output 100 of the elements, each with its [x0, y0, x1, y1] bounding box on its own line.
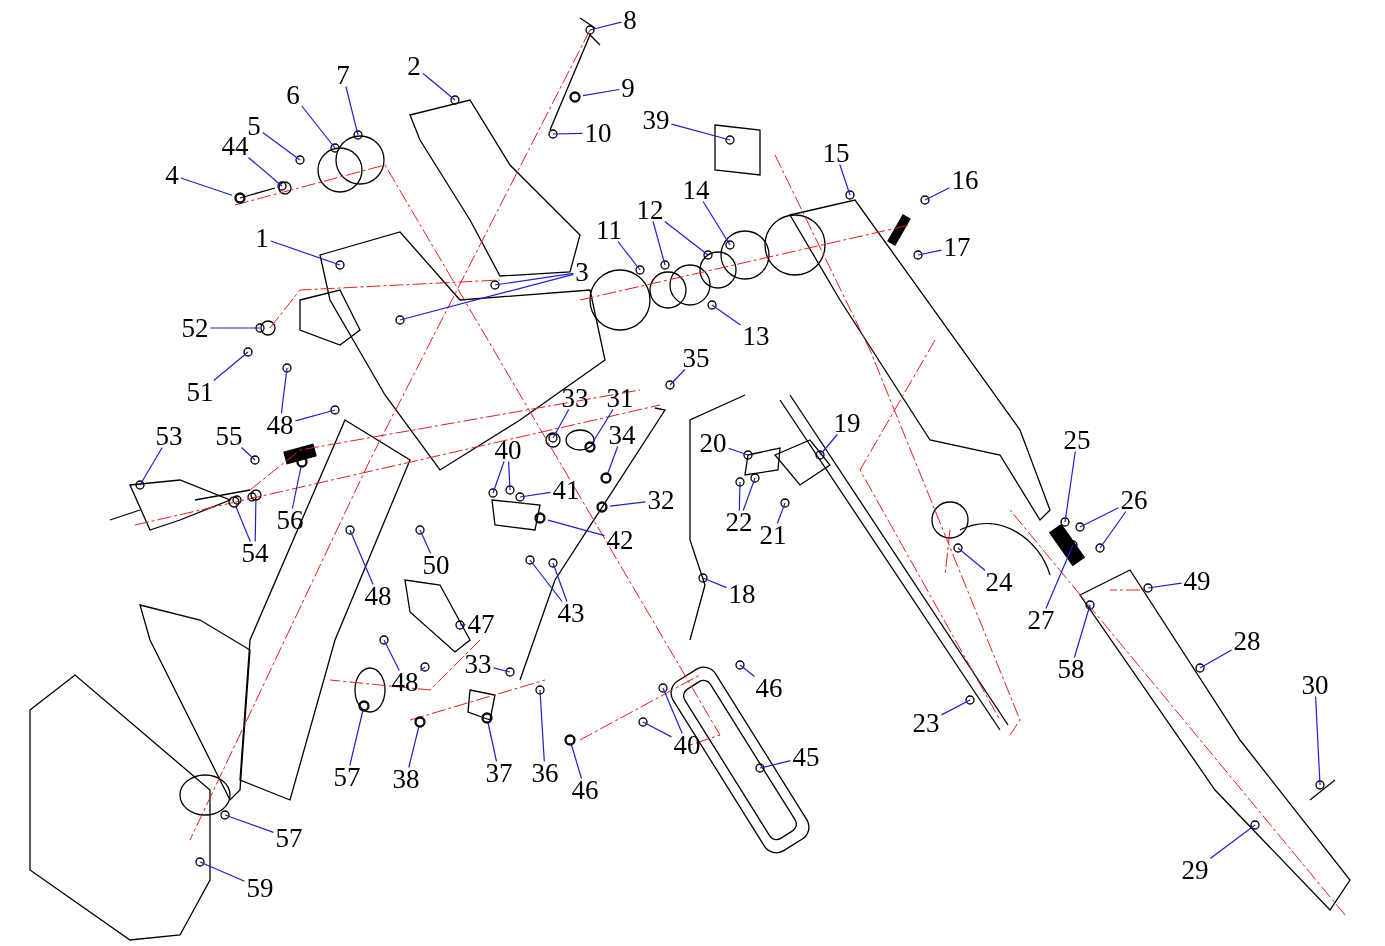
leader-line — [508, 460, 511, 491]
callout-number: 45 — [792, 743, 820, 771]
callout-number: 18 — [728, 580, 756, 608]
callout-number: 48 — [266, 411, 294, 439]
leader-line — [199, 861, 246, 882]
leader-line — [180, 177, 233, 196]
leader-line — [240, 446, 256, 461]
callout-number: 38 — [392, 765, 420, 793]
leader-line — [547, 519, 606, 537]
leader-line — [301, 105, 336, 149]
callout-number: 15 — [822, 139, 850, 167]
circle-shape — [358, 700, 370, 712]
circle-shape — [296, 456, 308, 468]
callout-number: 53 — [155, 422, 183, 450]
leader-line — [419, 666, 426, 672]
leader-line — [917, 249, 943, 256]
callout-number: 26 — [1120, 486, 1148, 514]
leader-line — [819, 433, 838, 456]
circle-shape — [564, 734, 576, 746]
callout-number: 8 — [623, 6, 637, 34]
circle-shape — [414, 716, 426, 728]
leader-line — [1147, 582, 1183, 589]
callout-number: 6 — [286, 81, 300, 109]
circle-shape — [481, 712, 493, 724]
circle-shape — [234, 192, 246, 204]
callout-number: 51 — [186, 378, 214, 406]
leader-line — [582, 88, 620, 97]
leader-line — [408, 725, 420, 769]
circle-shape — [600, 472, 612, 484]
leader-line — [669, 368, 686, 386]
callout-number: 36 — [531, 759, 559, 787]
leader-line — [247, 156, 283, 187]
callout-number: 46 — [571, 776, 599, 804]
callout-number: 24 — [985, 568, 1013, 596]
leader-line — [280, 367, 288, 415]
callout-number: 37 — [485, 759, 513, 787]
callout-number: 54 — [241, 539, 269, 567]
callout-number: 17 — [943, 233, 971, 261]
circle-shape — [228, 496, 240, 508]
leader-line — [1073, 604, 1091, 659]
leader-line — [294, 409, 336, 422]
leader-line — [552, 408, 570, 439]
callout-number: 40 — [673, 731, 701, 759]
leader-line — [957, 547, 986, 572]
leader-line — [727, 447, 749, 456]
leader-line — [1099, 510, 1127, 549]
leader-line — [642, 721, 673, 738]
leader-line — [652, 220, 666, 266]
leader-line — [552, 132, 584, 135]
callout-number: 33 — [561, 384, 589, 412]
callout-number: 7 — [336, 61, 350, 89]
callout-number: 57 — [275, 824, 303, 852]
leader-line — [399, 273, 574, 321]
leader-line — [776, 502, 786, 525]
callout-number: 21 — [759, 521, 787, 549]
circle-shape — [534, 512, 546, 524]
callout-number: 42 — [606, 526, 634, 554]
leader-line — [759, 760, 792, 769]
callout-number: 16 — [951, 166, 979, 194]
leader-line — [1064, 450, 1076, 523]
callout-number: 58 — [1057, 655, 1085, 683]
callout-number: 14 — [682, 176, 710, 204]
leader-line — [213, 351, 249, 382]
callout-number: 12 — [636, 196, 664, 224]
circle-shape — [596, 501, 608, 513]
callout-number: 33 — [464, 650, 492, 678]
callout-number: 2 — [407, 52, 421, 80]
leader-line — [422, 72, 456, 101]
leader-line — [711, 304, 742, 326]
leader-line — [742, 477, 756, 512]
leader-line — [606, 445, 619, 475]
callout-number: 57 — [333, 763, 361, 791]
callout-number: 29 — [1181, 856, 1209, 884]
callout-number: 49 — [1183, 567, 1211, 595]
leader-line — [702, 200, 731, 246]
callout-number: 25 — [1063, 426, 1091, 454]
callout-number: 19 — [833, 409, 861, 437]
leader-line — [589, 21, 622, 31]
leader-line — [739, 664, 756, 678]
callout-number: 50 — [422, 551, 450, 579]
leader-line — [519, 491, 552, 498]
leader-line — [345, 85, 359, 136]
callout-number: 5 — [247, 112, 261, 140]
leader-line — [670, 123, 731, 141]
leader-line — [702, 577, 728, 589]
leader-line — [1315, 695, 1321, 786]
callout-number: 9 — [621, 74, 635, 102]
callout-number: 10 — [584, 119, 612, 147]
leader-line — [839, 163, 851, 196]
leader-line — [235, 505, 251, 543]
leader-line — [209, 327, 261, 329]
leader-line — [270, 240, 341, 266]
callout-number: 3 — [575, 258, 589, 286]
callout-number: 31 — [606, 384, 634, 412]
callout-number: 23 — [912, 709, 940, 737]
leader-line — [139, 446, 163, 486]
leader-line — [254, 498, 257, 543]
leader-line — [459, 624, 467, 626]
leader-line — [570, 743, 583, 780]
callout-number: 13 — [742, 322, 770, 350]
